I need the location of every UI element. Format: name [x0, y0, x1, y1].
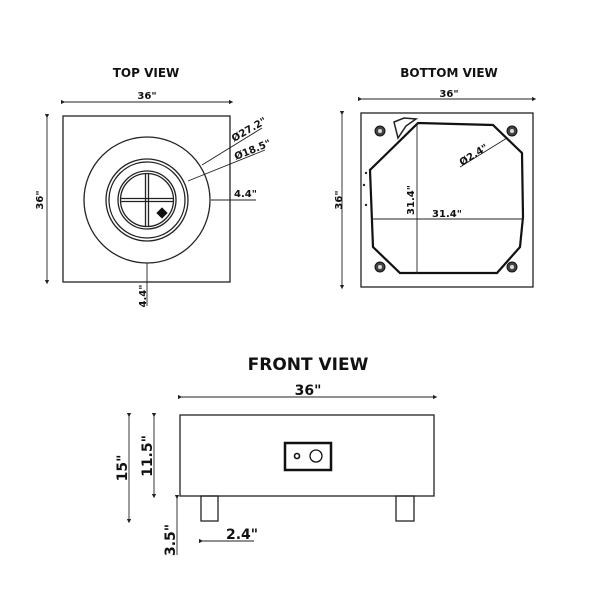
- burner-inner: [119, 172, 175, 228]
- bottom-view-title: BOTTOM VIEW: [400, 66, 498, 80]
- top-view-title: TOP VIEW: [113, 66, 180, 80]
- opening-height-label: 31.4": [406, 185, 417, 215]
- burner-cross: [121, 174, 173, 226]
- total-height-label: 15": [115, 455, 131, 482]
- valve-knob-icon: [309, 449, 323, 463]
- side-margin-label: 4.4": [234, 189, 257, 200]
- outer-diameter-leader: [201, 127, 263, 166]
- leg-width-label: 2.4": [226, 527, 258, 543]
- leg-height-label: 3.5": [163, 524, 179, 556]
- front-view-title: FRONT VIEW: [248, 355, 369, 375]
- control-panel: [283, 441, 333, 472]
- body-height-label: 11.5": [140, 435, 156, 477]
- mount-dots: [362, 171, 368, 207]
- burner-pan-outer: [105, 158, 189, 242]
- inner-diameter-leader: [187, 149, 266, 182]
- left-leg: [200, 495, 219, 522]
- burner-pan-inner: [108, 161, 186, 239]
- feet: [374, 125, 518, 273]
- bottom-outline: [360, 112, 534, 288]
- burner-outer: [117, 170, 177, 230]
- bottom-depth-label: 36": [334, 190, 345, 209]
- top-width-label: 36": [137, 91, 156, 102]
- front-width-label: 36": [295, 383, 322, 399]
- right-leg: [395, 495, 415, 522]
- front-body: [179, 414, 435, 497]
- top-outline: [62, 115, 231, 283]
- foot-diameter-leader: [459, 137, 508, 168]
- outer-burner-ring: [83, 136, 211, 264]
- bracket-icon: [393, 117, 419, 140]
- igniter-button-icon: [293, 452, 301, 460]
- top-depth-label: 36": [35, 190, 46, 209]
- bottom-view: BOTTOM VIEW 36" 36" 31.4" 31.4" Ø2.4": [334, 66, 537, 290]
- bottom-margin-label: 4.4": [138, 285, 149, 308]
- igniter-diamond-icon: [156, 207, 168, 219]
- top-view: TOP VIEW 36" 36" Ø27.2" Ø18.5" 4.4" 4.4": [35, 66, 273, 307]
- opening-width-label: 31.4": [432, 209, 462, 220]
- front-view: FRONT VIEW 36" 15" 11.5" 3.5" 2.4": [115, 355, 438, 556]
- foot-diameter-label: Ø2.4": [457, 142, 490, 169]
- bottom-width-label: 36": [439, 89, 458, 100]
- bottom-opening: [368, 121, 525, 275]
